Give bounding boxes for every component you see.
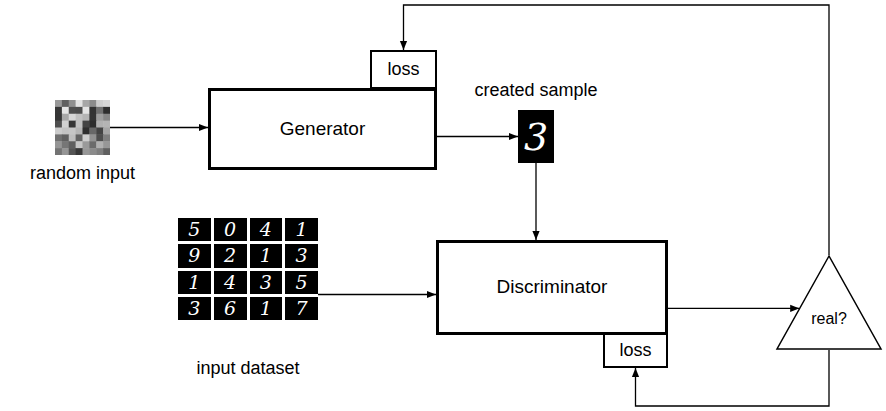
digit: 3 <box>250 271 283 294</box>
caption: input dataset <box>196 358 299 379</box>
digit: 9 <box>178 244 211 267</box>
digit: 5 <box>178 218 211 241</box>
arrow-connector <box>437 136 518 137</box>
decision-triangle: real? <box>776 255 882 350</box>
digit: 7 <box>285 297 318 320</box>
digit: 3 <box>178 297 211 320</box>
arrow-connector <box>110 127 208 128</box>
node-label: loss <box>387 59 419 81</box>
sample-image: created sample3 <box>518 110 554 163</box>
digit: 1 <box>285 218 318 241</box>
process-box: Generator <box>208 88 437 170</box>
node-label: Generator <box>280 118 366 141</box>
digit: 4 <box>214 271 247 294</box>
digit: 3 <box>524 118 548 156</box>
caption: created sample <box>474 80 597 101</box>
digit: 1 <box>250 244 283 267</box>
digit: 1 <box>250 297 283 320</box>
process-box: Discriminator <box>436 240 668 335</box>
digit: 2 <box>214 244 247 267</box>
arrow-connector <box>318 294 436 295</box>
arrow-connector <box>668 308 799 309</box>
dataset-grid: 5041921314353617input dataset <box>178 218 318 320</box>
arrow-connector <box>535 163 536 240</box>
digit: 0 <box>214 218 247 241</box>
loss-box: loss <box>603 333 668 368</box>
node-label: real? <box>811 309 847 328</box>
node-label: Discriminator <box>497 276 608 299</box>
digit: 4 <box>250 218 283 241</box>
digit: 6 <box>214 297 247 320</box>
noise-image: random input <box>55 100 110 155</box>
caption: random input <box>30 163 135 184</box>
digit: 1 <box>178 271 211 294</box>
arrow-connector <box>404 5 830 255</box>
node-label: loss <box>619 340 651 362</box>
noise-picture <box>55 100 110 155</box>
digit: 3 <box>285 244 318 267</box>
triangle-outline <box>776 255 882 350</box>
loss-box: loss <box>370 50 437 89</box>
digit: 5 <box>285 271 318 294</box>
